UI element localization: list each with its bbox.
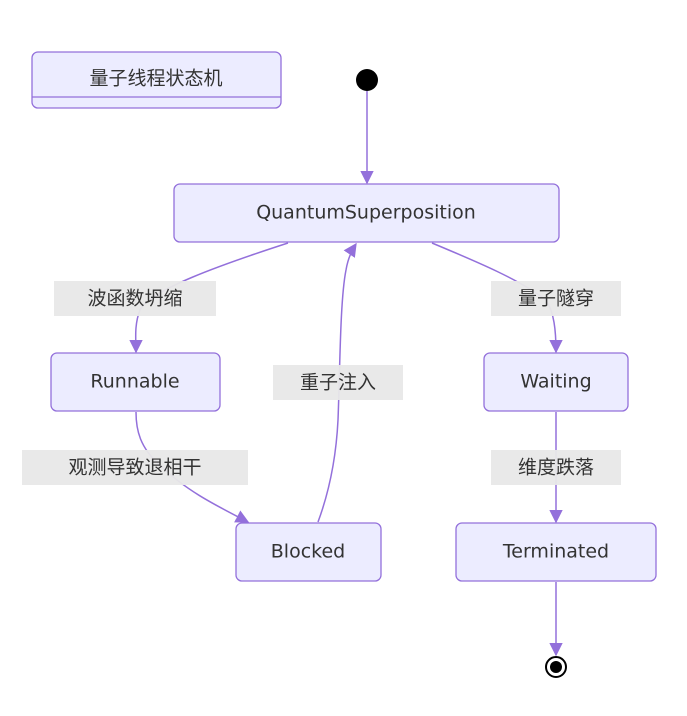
state-blocked: Blocked	[235, 522, 382, 582]
state-runnable: Runnable	[50, 352, 221, 412]
edge-label-collapse: 波函数坍缩	[54, 281, 216, 316]
edge-label-decoherence: 观测导致退相干	[22, 450, 248, 485]
edge-blocked-to-superposition	[317, 242, 357, 523]
edge-label-reinjection-text: 重子注入	[300, 372, 376, 394]
end-node	[545, 656, 567, 678]
state-superposition: QuantumSuperposition	[173, 183, 560, 243]
state-superposition-label: QuantumSuperposition	[256, 202, 476, 224]
state-blocked-label: Blocked	[271, 541, 345, 563]
state-waiting-label: Waiting	[520, 371, 591, 393]
edge-label-dimension-drop-text: 维度跌落	[518, 457, 594, 479]
edge-label-collapse-text: 波函数坍缩	[87, 288, 182, 310]
edge-label-dimension-drop: 维度跌落	[491, 450, 621, 485]
edge-label-tunneling: 量子隧穿	[491, 281, 621, 316]
edge-label-tunneling-text: 量子隧穿	[518, 288, 594, 310]
state-terminated-label: Terminated	[502, 541, 609, 563]
state-runnable-label: Runnable	[90, 371, 179, 393]
state-terminated: Terminated	[455, 522, 657, 582]
start-node	[356, 69, 378, 91]
state-waiting: Waiting	[483, 352, 629, 412]
diagram-title-note: 量子线程状态机	[31, 51, 282, 109]
edge-label-decoherence-text: 观测导致退相干	[68, 457, 201, 479]
diagram-title: 量子线程状态机	[89, 68, 222, 90]
edge-label-reinjection: 重子注入	[273, 365, 403, 400]
